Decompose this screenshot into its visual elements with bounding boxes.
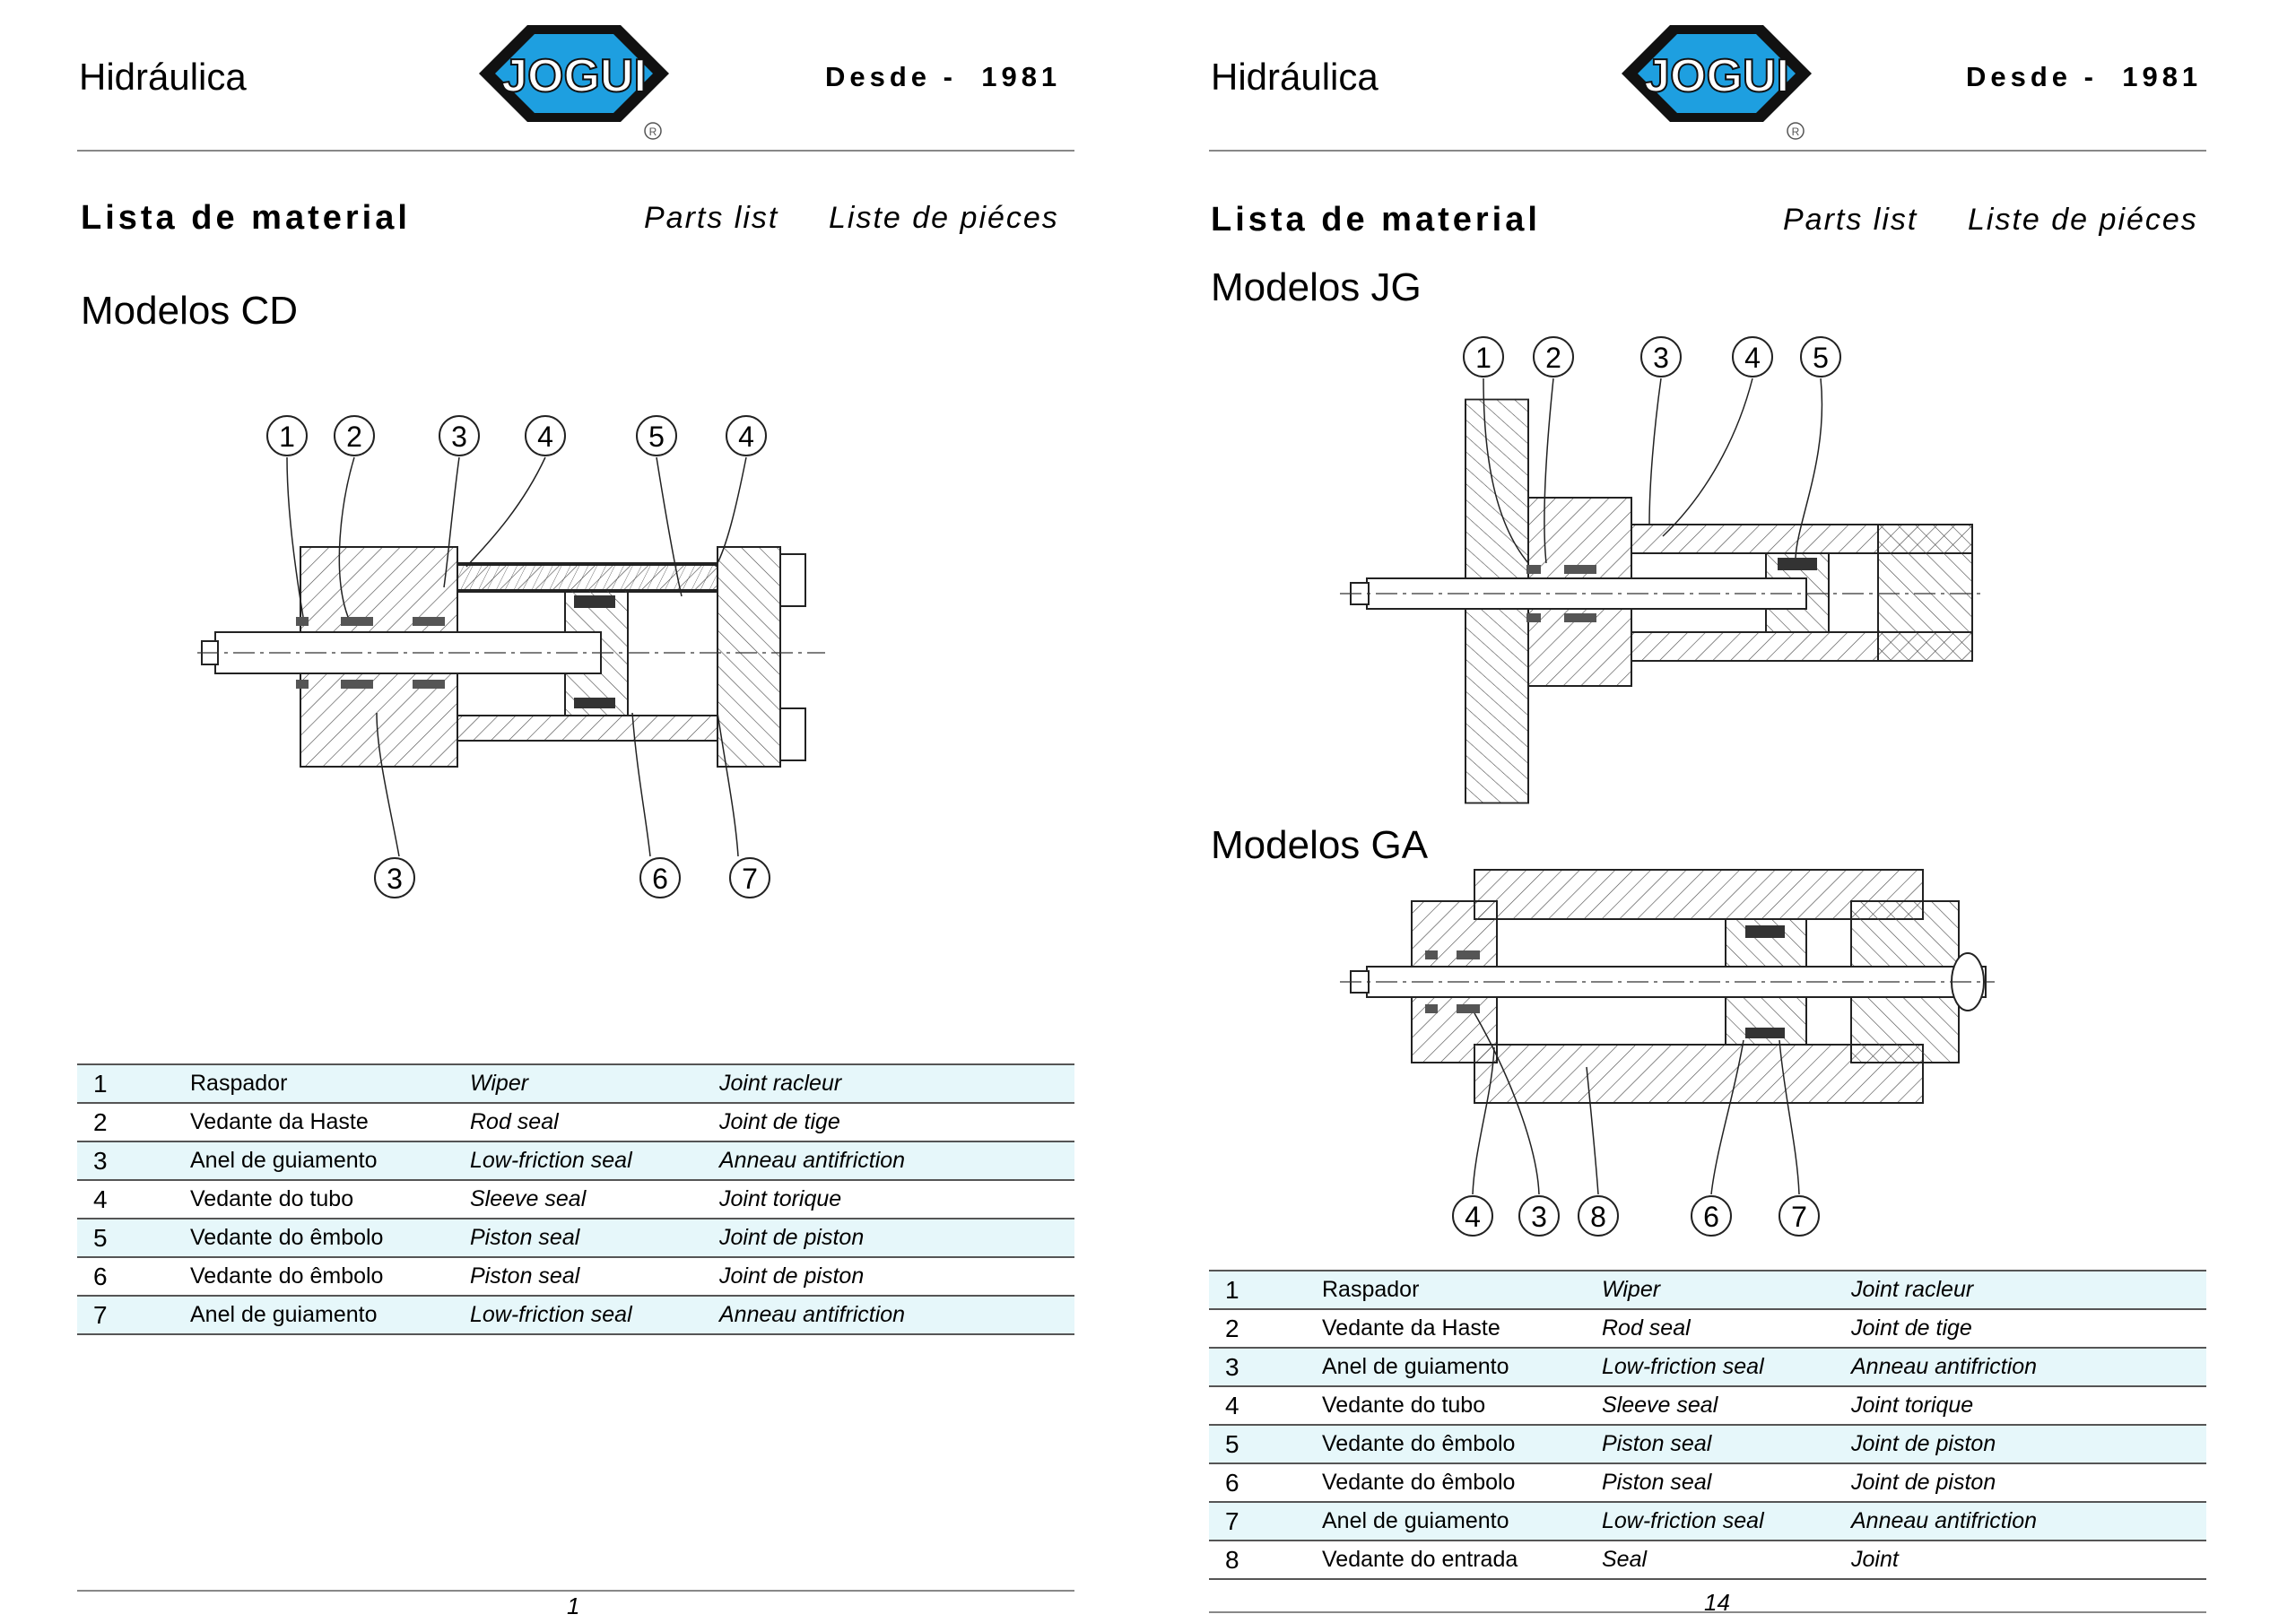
callout-3: 3 bbox=[1653, 342, 1669, 374]
since-label: Desde - 1981 bbox=[825, 61, 1062, 92]
callout-8: 8 bbox=[1590, 1201, 1606, 1233]
end-cap bbox=[717, 546, 781, 768]
piston-rod bbox=[1366, 577, 1807, 610]
page-number: 1 bbox=[567, 1593, 580, 1619]
tube-bottom bbox=[1474, 1044, 1924, 1104]
tie-rod-nut-top bbox=[779, 553, 806, 607]
callout-5: 5 bbox=[648, 421, 665, 453]
brand-title: Hidráulica bbox=[1211, 56, 1378, 98]
callout-2: 2 bbox=[1545, 342, 1561, 374]
subtitle-french: Liste de piéces bbox=[829, 201, 1059, 235]
section-title: Lista de material bbox=[81, 199, 411, 237]
model-title-jg: Modelos JG bbox=[1211, 265, 1422, 309]
model-title-cd: Modelos CD bbox=[81, 289, 299, 333]
callout-6: 6 bbox=[1703, 1201, 1719, 1233]
footer-divider bbox=[1209, 1611, 2206, 1613]
callout-3: 3 bbox=[1531, 1201, 1547, 1233]
logo-wordmark: JOGUI bbox=[501, 50, 647, 102]
cylinder-drawing-jg: 1 2 3 4 5 bbox=[1340, 336, 1986, 804]
piston-seal bbox=[574, 595, 615, 608]
jogui-logo: JOGUI R bbox=[1622, 25, 1812, 140]
svg-text:R: R bbox=[1792, 126, 1800, 138]
wiper-seal bbox=[296, 617, 309, 626]
logo-wordmark: JOGUI bbox=[1644, 50, 1789, 102]
callout-4b: 4 bbox=[738, 421, 754, 453]
jogui-logo: JOGUI R bbox=[479, 25, 669, 140]
catalog-page-cd: Hidráulica JOGUI R Desde - 1981 Lista de… bbox=[77, 25, 1074, 1619]
section-title: Lista de material bbox=[1211, 201, 1541, 239]
since-label: Desde - 1981 bbox=[1966, 61, 2203, 92]
top-callouts: 1 2 3 4 5 4 bbox=[266, 415, 767, 456]
footer-divider bbox=[77, 1590, 1074, 1592]
callout-1: 1 bbox=[1475, 342, 1492, 374]
top-callouts: 1 2 3 4 5 bbox=[1463, 336, 1841, 378]
callout-3: 3 bbox=[451, 421, 467, 453]
callout-2: 2 bbox=[346, 421, 362, 453]
cylinder-drawing-ga: 4 3 8 6 7 bbox=[1340, 869, 1995, 1237]
end-cap bbox=[1877, 524, 1973, 662]
model-title-ga: Modelos GA bbox=[1211, 823, 1429, 867]
callout-4: 4 bbox=[537, 421, 553, 453]
callout-4: 4 bbox=[1744, 342, 1761, 374]
svg-text:R: R bbox=[649, 126, 657, 138]
callout-5: 5 bbox=[1813, 342, 1829, 374]
catalog-page-jg-ga: Hidráulica JOGUI R Desde - 1981 Lista de… bbox=[1134, 0, 2282, 1623]
callout-4: 4 bbox=[1465, 1201, 1481, 1233]
subtitle-english: Parts list bbox=[1783, 203, 1918, 237]
bottom-callouts: 4 3 8 6 7 bbox=[1452, 1195, 1820, 1237]
callout-3-bottom: 3 bbox=[387, 863, 403, 895]
subtitle-french: Liste de piéces bbox=[1968, 203, 2198, 237]
callout-7: 7 bbox=[742, 863, 758, 895]
callout-1: 1 bbox=[279, 421, 295, 453]
tube-bottom bbox=[457, 715, 718, 742]
callout-6: 6 bbox=[652, 863, 668, 895]
callout-7: 7 bbox=[1791, 1201, 1807, 1233]
header-divider bbox=[1209, 150, 2206, 152]
bottom-callouts: 3 6 7 bbox=[374, 857, 770, 898]
subtitle-english: Parts list bbox=[644, 201, 779, 235]
tie-rod-nut-bottom bbox=[779, 707, 806, 761]
rod-seal bbox=[341, 617, 373, 626]
guide-ring bbox=[413, 617, 445, 626]
header-divider bbox=[77, 150, 1074, 152]
tube-top bbox=[457, 564, 718, 591]
brand-title: Hidráulica bbox=[79, 56, 247, 98]
tube-top bbox=[1474, 869, 1924, 920]
callout-leaders bbox=[286, 456, 747, 857]
cylinder-drawing-cd: 1 2 3 4 5 4 3 6 7 bbox=[197, 415, 825, 898]
page-number: 14 bbox=[1704, 1589, 1730, 1616]
